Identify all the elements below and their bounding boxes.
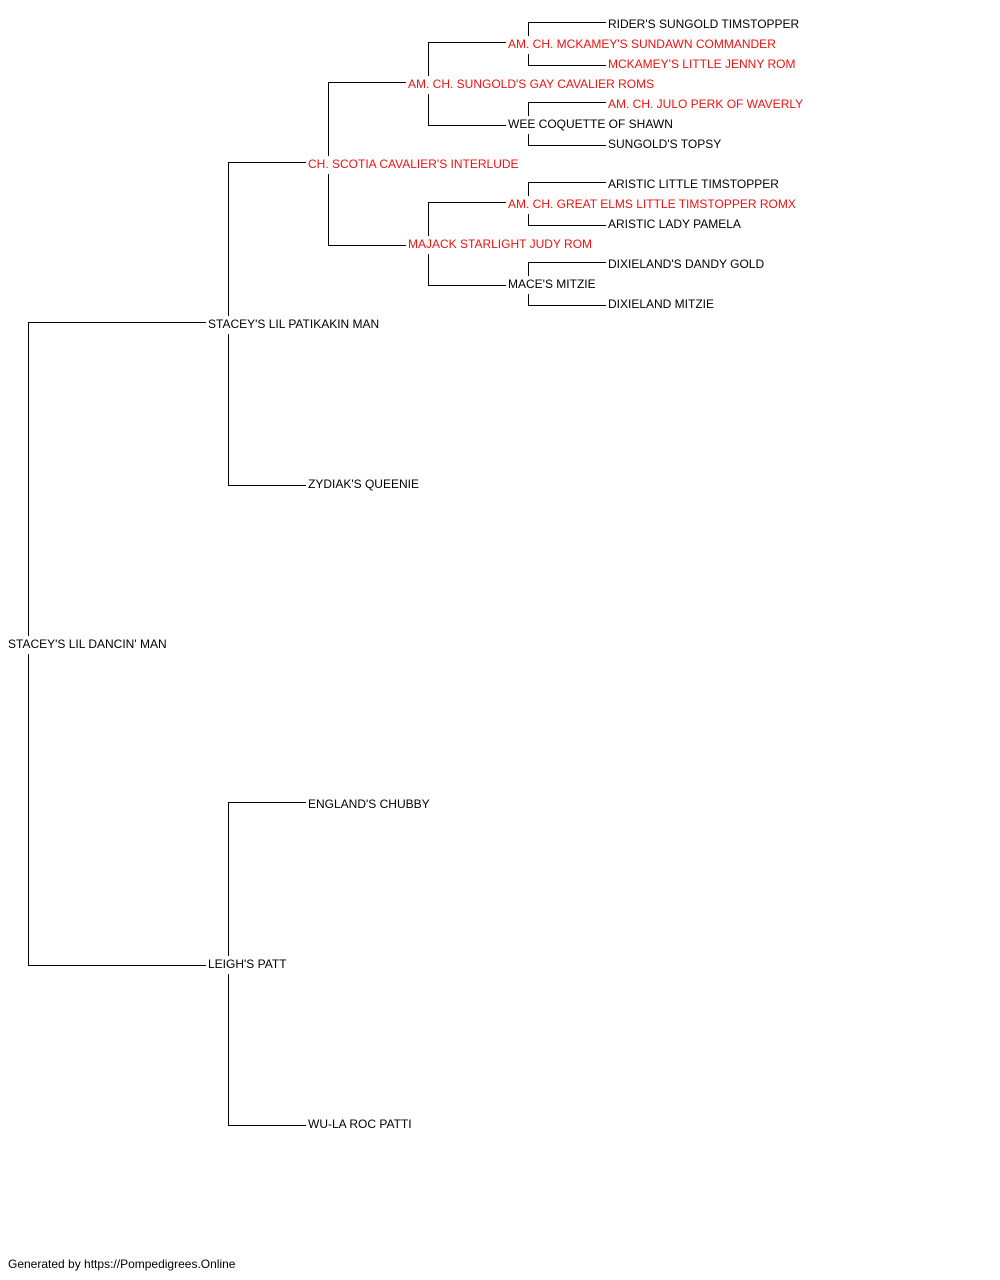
ssds-name: AM. CH. GREAT ELMS LITTLE TIMSTOPPER ROM… [507, 197, 797, 211]
connector-sss-dam [428, 94, 506, 126]
sssdd-name: SUNGOLD'S TOPSY [607, 137, 723, 151]
connector-ss-sire [328, 82, 406, 156]
sssd-name: WEE COQUETTE OF SHAWN [507, 117, 674, 131]
connector-ssdd-sire [528, 262, 606, 276]
connector-ssd-sire [428, 202, 506, 236]
ssdd-name: MACE'S MITZIE [507, 277, 597, 291]
connector-sss-sire [428, 42, 506, 76]
connector-ssds-sire [528, 182, 606, 196]
connector-sssd-sire [528, 102, 606, 116]
ssss-name: AM. CH. MCKAMEY'S SUNDAWN COMMANDER [507, 37, 777, 51]
subject-dog-name: STACEY'S LIL DANCIN' MAN [7, 637, 168, 651]
ssddd-name: DIXIELAND MITZIE [607, 297, 716, 311]
sire-dam-name: ZYDIAK'S QUEENIE [307, 477, 420, 491]
connector-subject-sire [28, 322, 206, 636]
sire-name: STACEY'S LIL PATIKAKIN MAN [207, 317, 381, 331]
connector-ss-dam [328, 174, 406, 246]
connector-ssd-dam [428, 254, 506, 286]
connector-ssss-dam [528, 54, 606, 66]
connector-sire-dam [228, 334, 306, 486]
ssdsd-name: ARISTIC LADY PAMELA [607, 217, 742, 231]
sss-name: AM. CH. SUNGOLD'S GAY CAVALIER ROMS [407, 77, 656, 91]
ssssd-name: MCKAMEY'S LITTLE JENNY ROM [607, 57, 797, 71]
sire-sire-name: CH. SCOTIA CAVALIER'S INTERLUDE [307, 157, 520, 171]
dam-sire-name: ENGLAND'S CHUBBY [307, 797, 431, 811]
connector-ssds-dam [528, 214, 606, 226]
sssds-name: AM. CH. JULO PERK OF WAVERLY [607, 97, 805, 111]
dam-name: LEIGH'S PATT [207, 957, 288, 971]
generated-by-footer: Generated by https://Pompedigrees.Online [8, 1257, 236, 1271]
ssdds-name: DIXIELAND'S DANDY GOLD [607, 257, 766, 271]
connector-sire-sire [228, 162, 306, 316]
connector-dam-sire [228, 802, 306, 956]
dam-dam-name: WU-LA ROC PATTI [307, 1117, 413, 1131]
ssdss-name: ARISTIC LITTLE TIMSTOPPER [607, 177, 780, 191]
connector-sssd-dam [528, 134, 606, 146]
connector-subject-dam [28, 654, 206, 966]
connector-dam-dam [228, 974, 306, 1126]
connector-ssdd-dam [528, 294, 606, 306]
ssd-name: MAJACK STARLIGHT JUDY ROM [407, 237, 594, 251]
connector-ssss-sire [528, 22, 606, 36]
sssss-name: RIDER'S SUNGOLD TIMSTOPPER [607, 17, 801, 31]
